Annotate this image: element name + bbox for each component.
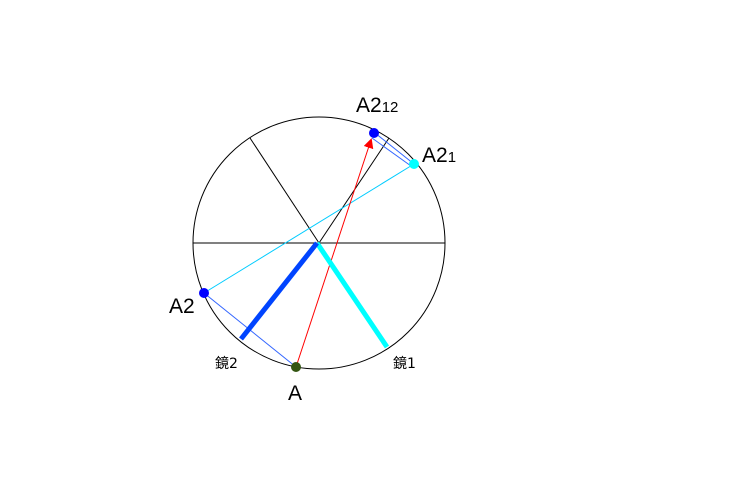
label-a212-sub: 12 xyxy=(382,99,399,116)
point-a21 xyxy=(409,159,419,169)
label-a21-sub: 1 xyxy=(448,149,456,166)
point-a2 xyxy=(199,288,209,298)
mirror-2 xyxy=(239,241,319,341)
label-a21: A21 xyxy=(422,144,456,167)
link-a21-to-a212-inner xyxy=(371,137,412,167)
label-a2: A2 xyxy=(169,295,195,318)
ray-a-to-a212-arrow xyxy=(295,138,374,368)
mirror-1 xyxy=(314,241,390,349)
radial-line-upper-left xyxy=(249,137,320,244)
label-a212-main: A2 xyxy=(356,94,382,117)
ray-a2-to-a21 xyxy=(203,163,415,294)
label-a21-main: A2 xyxy=(422,144,448,167)
label-a: A xyxy=(288,382,302,405)
label-mirror-2: 鏡2 xyxy=(215,356,238,372)
point-a212 xyxy=(369,128,379,138)
label-a212: A212 xyxy=(356,94,398,117)
link-a21-to-a212-outer xyxy=(374,132,415,165)
label-mirror-1: 鏡1 xyxy=(393,356,416,372)
point-a xyxy=(291,362,301,372)
